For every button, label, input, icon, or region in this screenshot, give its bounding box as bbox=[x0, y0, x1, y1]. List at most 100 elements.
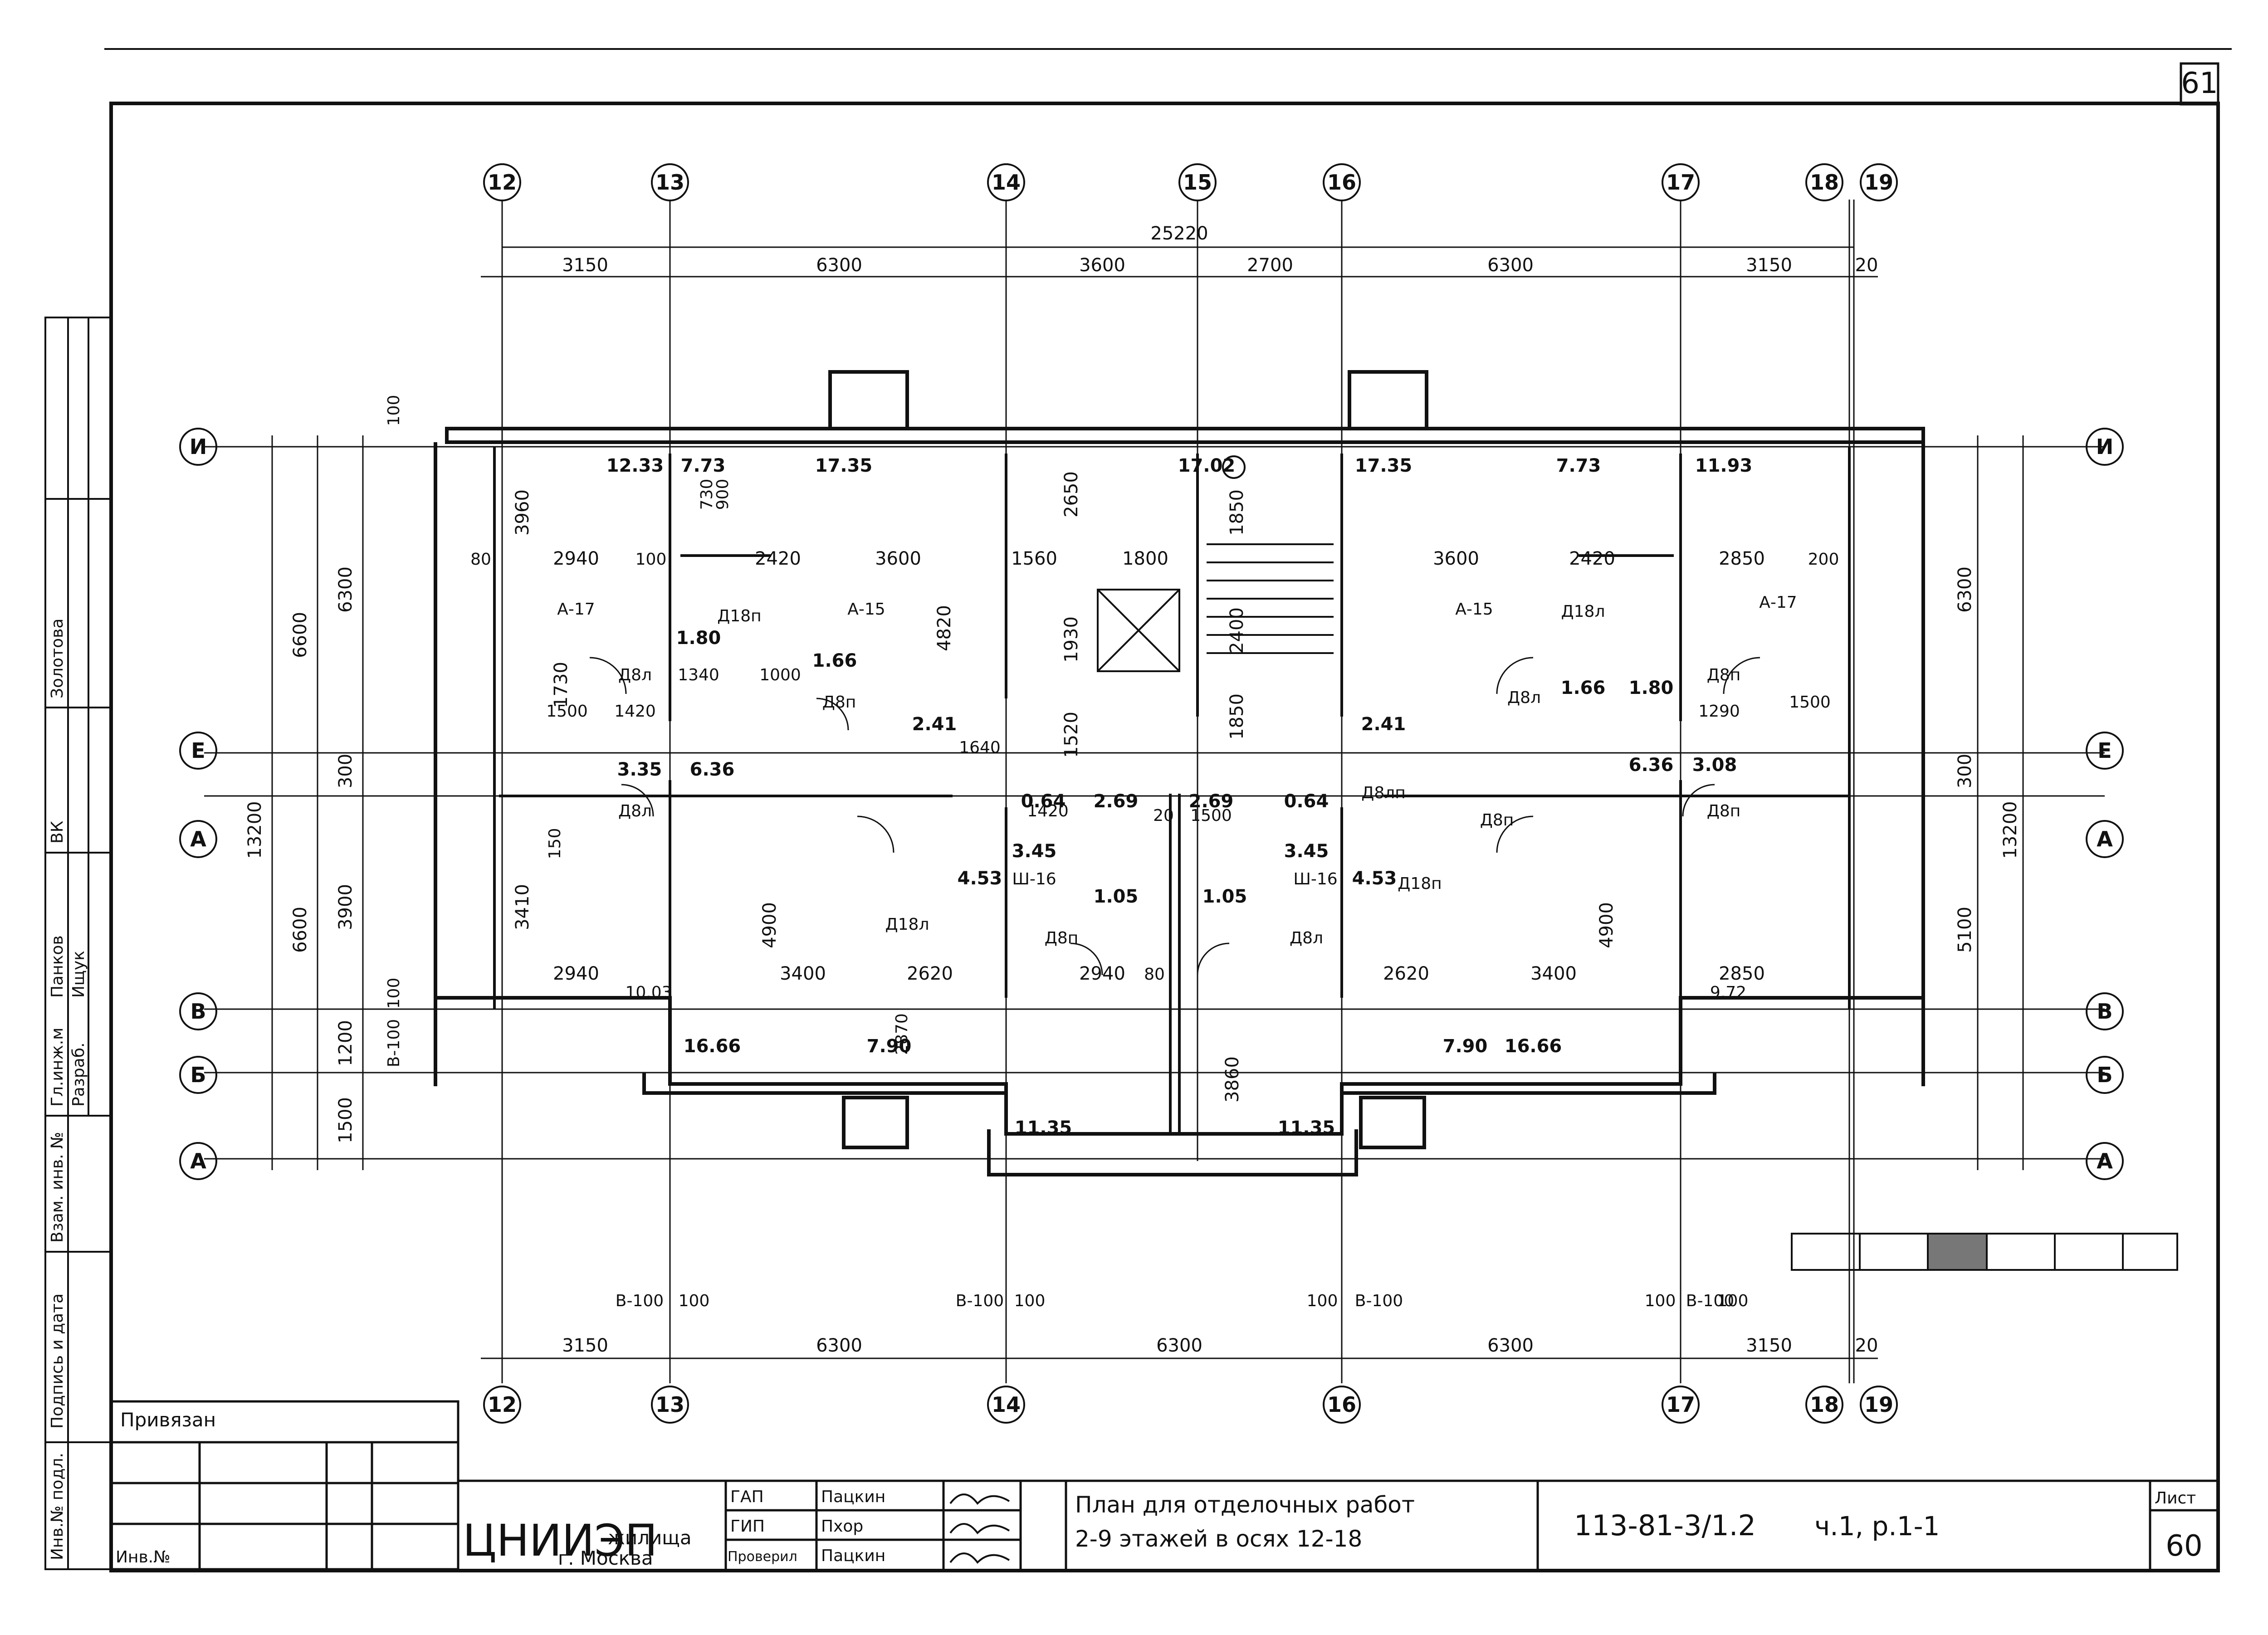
signature-2 bbox=[949, 1523, 1010, 1535]
rdim-38: 2870 bbox=[893, 1013, 911, 1055]
doc-code: 113-81-3/1.2 bbox=[1574, 1509, 1756, 1542]
role-1: ГАП bbox=[730, 1488, 764, 1506]
dim-left-12: 1500 bbox=[335, 1097, 356, 1143]
rdim-13: 1340 bbox=[678, 666, 719, 684]
rdim-20: 4900 bbox=[759, 902, 780, 948]
axis-I-left: И bbox=[190, 434, 207, 459]
side-stamp bbox=[44, 317, 112, 1570]
rdim-5: 1560 bbox=[1011, 548, 1057, 569]
mark-8: Д8п bbox=[1707, 666, 1741, 684]
axis-16-top: 16 bbox=[1327, 170, 1356, 195]
sheet-label: Лист bbox=[2155, 1489, 2196, 1508]
rdim-35: 1850 bbox=[1227, 693, 1247, 740]
axis-V-left: В bbox=[190, 999, 206, 1024]
area-32: 7.90 bbox=[867, 1036, 912, 1057]
dim-offset-2: 100 bbox=[679, 1292, 710, 1310]
rdim-40: 900 bbox=[714, 479, 732, 510]
dim-bottom-1: 3150 bbox=[562, 1335, 608, 1356]
linked-label: Привязан bbox=[120, 1409, 216, 1431]
signature-3 bbox=[949, 1552, 1010, 1564]
dim-offset-5: 100 bbox=[1307, 1292, 1338, 1310]
stamp-developer: Разраб. bbox=[69, 1043, 88, 1107]
rdim-14: 1000 bbox=[759, 666, 801, 684]
interior-walls bbox=[493, 447, 1851, 1134]
axis-14-bottom: 14 bbox=[992, 1392, 1021, 1417]
dim-left-10: 1200 bbox=[335, 1020, 356, 1066]
dim-offset-9: 100 bbox=[1717, 1292, 1749, 1310]
area-15: 2.41 bbox=[1361, 714, 1406, 735]
inv-label: Инв.№ bbox=[116, 1548, 171, 1567]
doc-part: ч.1, р.1-1 bbox=[1814, 1511, 1940, 1542]
area-12: 1.66 bbox=[812, 650, 857, 671]
dim-right-4: 5100 bbox=[1955, 907, 1975, 953]
stamp-name-4: ВК bbox=[48, 821, 67, 844]
area-30: 16.66 bbox=[684, 1036, 741, 1057]
dim-top-2: 6300 bbox=[816, 255, 862, 276]
mark-10: Д8п bbox=[1045, 929, 1079, 947]
area-19: 0.64 bbox=[1284, 791, 1329, 812]
dim-bottom-3: 6300 bbox=[1156, 1335, 1202, 1356]
mark-18: Ш-16 bbox=[1293, 870, 1337, 888]
mark-2: А-15 bbox=[847, 600, 885, 619]
role-3: Проверил bbox=[728, 1549, 797, 1565]
dim-bottom-2: 6300 bbox=[816, 1335, 862, 1356]
dim-offset-7: 100 bbox=[1645, 1292, 1676, 1310]
dim-left-2: 6300 bbox=[335, 566, 356, 613]
rdim-26: 2940 bbox=[1079, 963, 1125, 984]
dim-top-6: 3150 bbox=[1746, 255, 1792, 276]
room-areas: 12.33 7.73 17.35 17.02 17.35 7.73 11.93 … bbox=[606, 455, 1753, 1138]
org-city: г. Москва bbox=[558, 1547, 653, 1569]
axis-V-right: В bbox=[2097, 999, 2112, 1024]
stamp-name-1: Панков bbox=[48, 935, 67, 998]
area-16: 1.80 bbox=[676, 628, 721, 649]
area-5: 17.35 bbox=[1355, 455, 1413, 476]
rdim-33: 2650 bbox=[1061, 471, 1082, 517]
mark-13: Д18л bbox=[885, 915, 929, 934]
stamp-name-3: Золотова bbox=[48, 619, 67, 698]
area-21: 2.69 bbox=[1189, 791, 1234, 812]
rdim-9: 2850 bbox=[1719, 548, 1765, 569]
axis-E-right: Е bbox=[2097, 738, 2112, 763]
stamp-signature-date: Подпись и дата bbox=[48, 1293, 67, 1429]
rdim-19: 4820 bbox=[934, 605, 955, 651]
rdim-37: 3860 bbox=[1222, 1056, 1243, 1103]
rdim-36: 2400 bbox=[1227, 607, 1247, 654]
top-dimensions: 25220 3150 6300 3600 2700 6300 3150 20 bbox=[562, 223, 1878, 276]
rdim-22: 2620 bbox=[907, 963, 953, 984]
dim-left-7: 3900 bbox=[335, 884, 356, 930]
rdim-41: 1420 bbox=[1027, 802, 1069, 820]
stamp-inv-podl: Инв.№ подл. bbox=[48, 1453, 67, 1560]
area-27: 1.05 bbox=[1202, 886, 1247, 907]
rdim-29: 2850 bbox=[1719, 963, 1765, 984]
axis-19-top: 19 bbox=[1864, 170, 1893, 195]
dim-left-9: 100 bbox=[385, 978, 403, 1009]
stamp-name-2: Ищук bbox=[69, 951, 88, 998]
area-1: 12.33 bbox=[606, 455, 664, 476]
role-2: ГИП bbox=[730, 1517, 765, 1536]
area-9: 6.36 bbox=[690, 759, 735, 780]
stamp-vzam-inv: Взам. инв. № bbox=[48, 1132, 67, 1243]
area-25: 4.53 bbox=[1352, 868, 1397, 889]
area-34: 11.35 bbox=[1015, 1118, 1072, 1138]
axis-B-left: Б bbox=[190, 1063, 206, 1087]
rdim-27: 2620 bbox=[1383, 963, 1429, 984]
rdim-10: 200 bbox=[1808, 550, 1839, 569]
mark-20: Д8п bbox=[1480, 811, 1514, 830]
axis-A-mid-right: А bbox=[2097, 827, 2113, 851]
rdim-17: 1290 bbox=[1698, 702, 1740, 721]
area-2: 7.73 bbox=[681, 455, 726, 476]
title-block: Привязан Инв.№ ЦНИИЭП жилища г. Москва Г… bbox=[116, 1409, 2203, 1569]
rdim-3: 2420 bbox=[755, 548, 801, 569]
dim-left-13: 100 bbox=[385, 395, 403, 426]
area-22: 3.45 bbox=[1012, 841, 1057, 862]
building-walls bbox=[434, 370, 1925, 1176]
area-20: 2.69 bbox=[1094, 791, 1139, 812]
axis-12-top: 12 bbox=[488, 170, 517, 195]
rdim-21: 4900 bbox=[1596, 902, 1617, 948]
area-26: 1.05 bbox=[1094, 886, 1139, 907]
mark-7: Д8л bbox=[1507, 688, 1541, 707]
rdim-28: 3400 bbox=[1530, 963, 1577, 984]
axis-18-top: 18 bbox=[1810, 170, 1839, 195]
dim-bottom-4: 6300 bbox=[1487, 1335, 1534, 1356]
dim-bottom-6: 20 bbox=[1855, 1335, 1878, 1356]
